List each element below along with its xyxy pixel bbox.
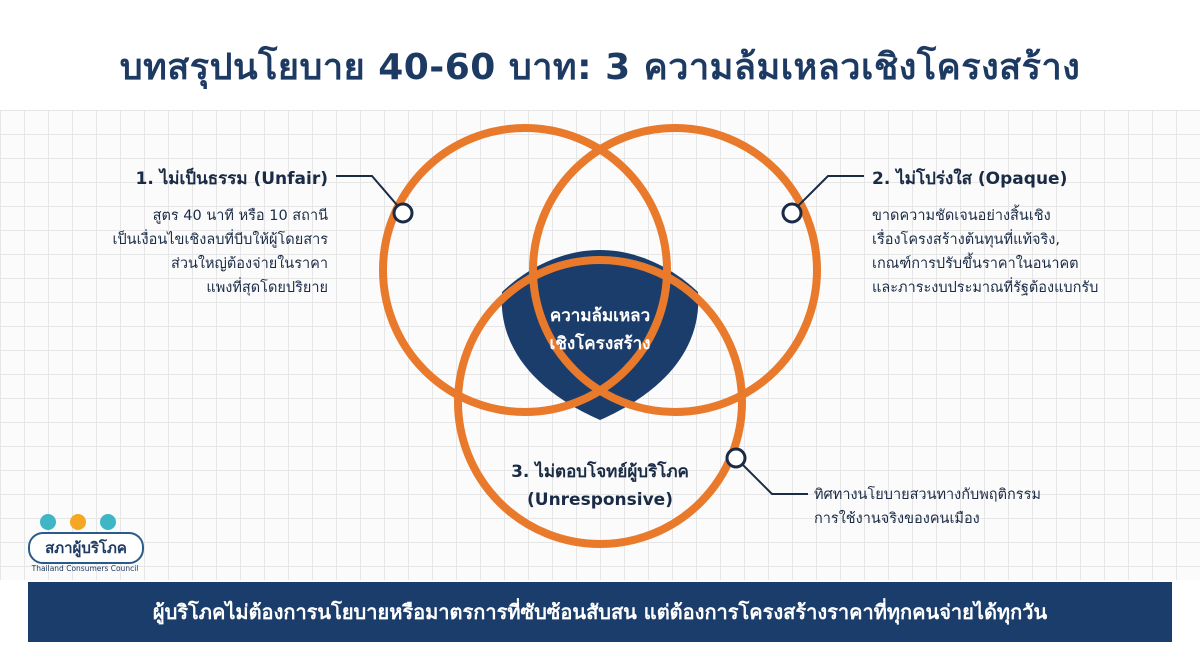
logo-dot-icon [40, 514, 56, 530]
item3-line: ทิศทางนโยบายสวนทางกับพฤติกรรม [814, 487, 1041, 503]
connector-opaque [791, 175, 864, 213]
center-label-line2: เชิงโครงสร้าง [549, 334, 651, 354]
conclusion-banner: ผู้บริโภคไม่ต้องการนโยบายหรือมาตรการที่ซ… [28, 582, 1172, 642]
node-unresponsive [725, 447, 747, 469]
page-title: บทสรุปนโยบาย 40-60 บาท: 3 ความล้มเหลวเชิ… [119, 47, 1081, 88]
item1-line: เป็นเงื่อนไขเชิงลบที่บีบให้ผู้โดยสาร [112, 232, 328, 248]
node-opaque [781, 202, 803, 224]
circle-opaque [529, 124, 821, 416]
item3-heading-line2: (Unresponsive) [527, 490, 673, 510]
center-shield [501, 250, 699, 420]
consumers-council-logo: สภาผู้บริโภค Thailand Consumers Council [26, 510, 146, 580]
logo-name: สภาผู้บริโภค [28, 532, 144, 564]
item1-line: ส่วนใหญ่ต้องจ่ายในราคา [170, 256, 328, 272]
connector-unfair [336, 175, 404, 213]
logo-subtitle: Thailand Consumers Council [31, 564, 139, 573]
item1-description: สูตร 40 นาที หรือ 10 สถานี เป็นเงื่อนไขเ… [113, 204, 328, 300]
item3-line: การใช้งานจริงของคนเมือง [814, 511, 980, 527]
item2-description: ขาดความชัดเจนอย่างสิ้นเชิง เรื่องโครงสร้… [872, 204, 1098, 300]
item2-heading: 2. ไม่โปร่งใส (Opaque) [872, 169, 1068, 189]
item3-description: ทิศทางนโยบายสวนทางกับพฤติกรรม การใช้งานจ… [814, 483, 1041, 531]
connector-unresponsive [735, 457, 808, 495]
item2-line: ขาดความชัดเจนอย่างสิ้นเชิง [872, 208, 1051, 224]
logo-dot-icon [100, 514, 116, 530]
node-unfair [392, 202, 414, 224]
item1-heading: 1. ไม่เป็นธรรม (Unfair) [135, 169, 328, 189]
item1-line: สูตร 40 นาที หรือ 10 สถานี [152, 208, 328, 224]
item2-line: และภาระงบประมาณที่รัฐต้องแบกรับ [872, 280, 1099, 296]
center-label: ความล้มเหลว เชิงโครงสร้าง [510, 302, 690, 358]
item3-heading-line1: 3. ไม่ตอบโจทย์ผู้บริโภค [511, 462, 689, 482]
item2-line: เกณฑ์การปรับขึ้นราคาในอนาคต [872, 256, 1079, 272]
circle-unresponsive [454, 256, 746, 548]
item2-line: เรื่องโครงสร้างต้นทุนที่แท้จริง, [872, 232, 1060, 248]
logo-dot-icon [70, 514, 86, 530]
center-label-line1: ความล้มเหลว [549, 306, 651, 326]
item3-heading: 3. ไม่ตอบโจทย์ผู้บริโภค (Unresponsive) [470, 458, 730, 514]
circle-unfair [379, 124, 671, 416]
item1-line: แพงที่สุดโดยปริยาย [206, 280, 328, 296]
